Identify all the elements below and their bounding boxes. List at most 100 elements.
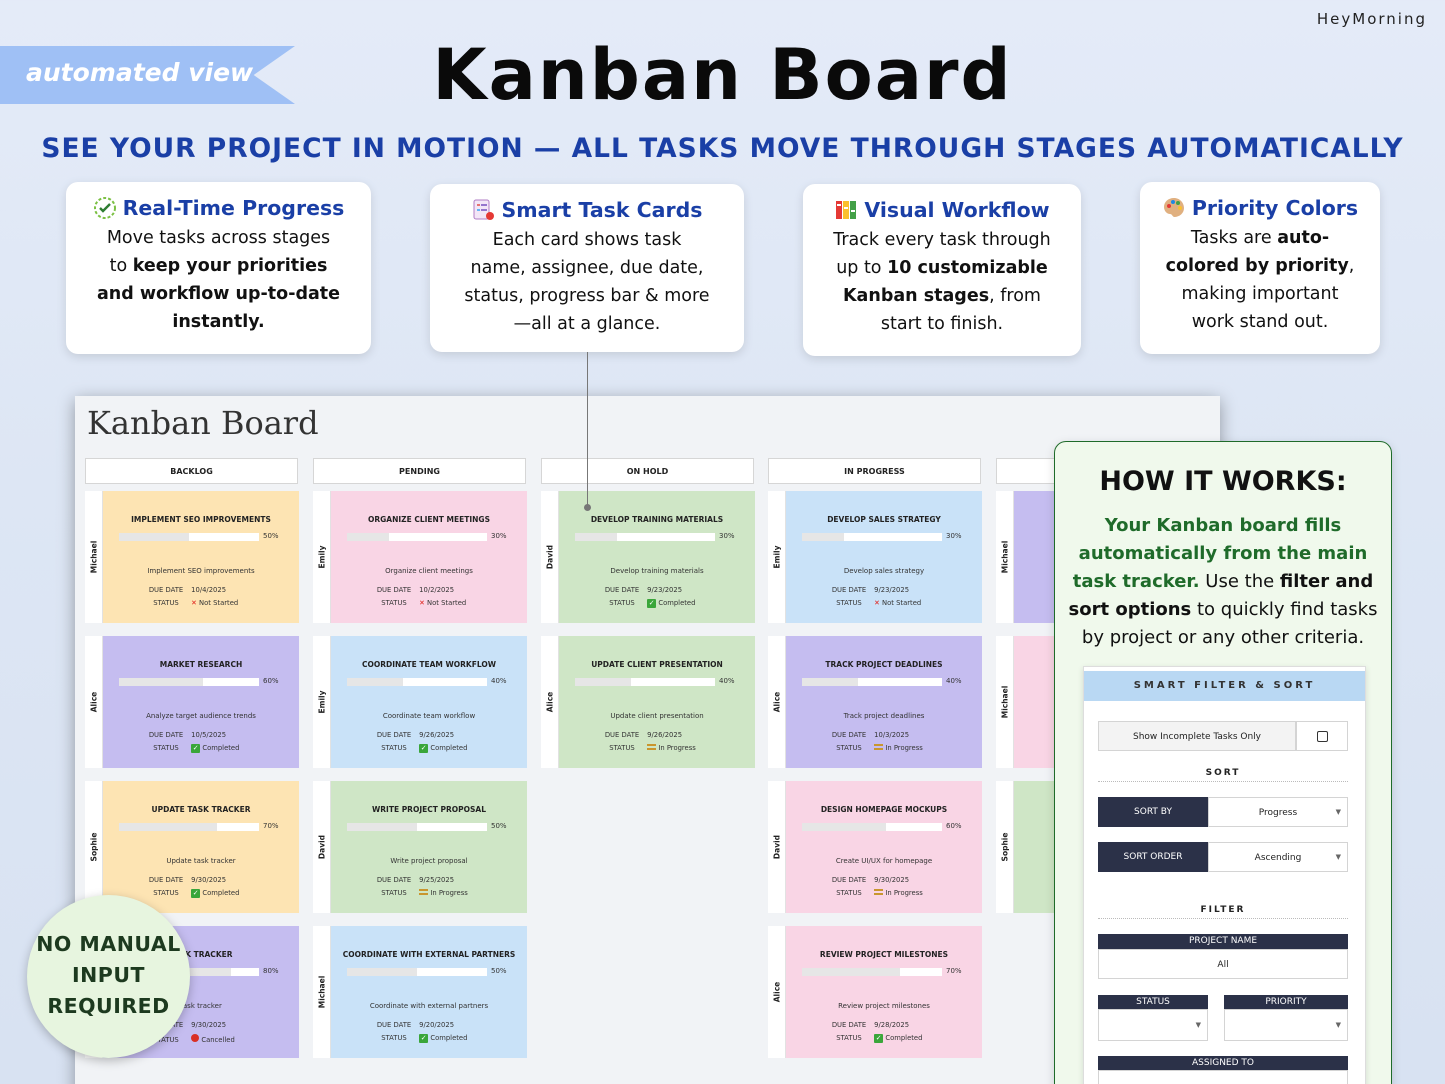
card-assignee: Emily	[313, 491, 331, 623]
feature-title: Priority Colors	[1191, 196, 1359, 220]
progress-bar	[575, 533, 715, 541]
progress-bar	[802, 968, 942, 976]
smart-filter-sort-panel: SMART FILTER & SORT Show Incomplete Task…	[1083, 666, 1366, 1084]
progress-bar	[347, 968, 487, 976]
assigned-to-select[interactable]	[1098, 1070, 1348, 1084]
sort-section-label: SORT	[1098, 768, 1348, 782]
chevron-down-icon: ▼	[1335, 808, 1341, 816]
in-progress-icon	[419, 889, 429, 895]
status-filter-label: STATUS	[1098, 995, 1208, 1009]
due-date-row: DUE DATE 9/26/2025	[376, 731, 455, 739]
progress-bar-fill	[575, 533, 617, 541]
progress-bar-fill	[347, 678, 403, 686]
due-date-row: DUE DATE 9/25/2025	[376, 876, 455, 884]
progress-bar-fill	[347, 823, 417, 831]
card-assignee: Emily	[768, 491, 786, 623]
status-row: STATUS In Progress	[836, 744, 923, 752]
card-title: COORDINATE TEAM WORKFLOW	[361, 660, 497, 669]
progress-bar	[347, 823, 487, 831]
feature-card-visual-workflow: Visual Workflow Track every task through…	[803, 184, 1081, 356]
show-incomplete-checkbox[interactable]	[1296, 721, 1348, 751]
how-it-works-panel: HOW IT WORKS: Your Kanban board fills au…	[1054, 441, 1392, 1084]
feature-card-smart-cards: Smart Task Cards Each card shows task na…	[430, 184, 744, 352]
progress-bar-fill	[347, 533, 389, 541]
progress-percent: 40%	[946, 677, 962, 685]
chevron-down-icon: ▼	[1195, 1021, 1201, 1029]
progress-percent: 30%	[719, 532, 735, 540]
status-row: STATUS ✕ Not Started	[836, 599, 922, 607]
card-description: Write project proposal	[390, 857, 468, 865]
due-date-row: DUE DATE 9/30/2025	[148, 876, 227, 884]
progress-percent: 80%	[263, 967, 279, 975]
status-row: STATUS ✓ Completed	[836, 1034, 923, 1043]
in-progress-icon	[874, 889, 884, 895]
card-title: UPDATE CLIENT PRESENTATION	[591, 660, 723, 669]
progress-bar-fill	[575, 678, 631, 686]
sort-by-label: SORT BY	[1098, 797, 1208, 827]
card-description: Review project milestones	[838, 1002, 930, 1010]
card-assignee: David	[768, 781, 786, 913]
priority-filter-select[interactable]: ▼	[1224, 1009, 1348, 1041]
not-started-icon: ✕	[419, 599, 425, 607]
sort-by-select[interactable]: Progress▼	[1208, 797, 1348, 827]
card-title: ORGANIZE CLIENT MEETINGS	[367, 515, 490, 524]
column-header-backlog: BACKLOG	[85, 458, 298, 484]
card-description: Develop sales strategy	[843, 567, 925, 575]
status-row: STATUS Cancelled	[153, 1034, 235, 1044]
progress-percent: 30%	[946, 532, 962, 540]
card-description: Organize client meetings	[385, 567, 473, 575]
project-name-select[interactable]: All	[1098, 949, 1348, 979]
progress-bar	[575, 678, 715, 686]
card-assignee: Michael	[313, 926, 331, 1058]
progress-bar-fill	[119, 823, 217, 831]
progress-bar-fill	[802, 968, 900, 976]
callout-connector	[584, 352, 591, 511]
filter-section-label: FILTER	[1098, 905, 1348, 919]
no-manual-input-badge: NO MANUAL INPUT REQUIRED	[27, 895, 190, 1058]
card-assignee: Alice	[541, 636, 559, 768]
brand-name: HeyMorning	[1316, 10, 1427, 28]
progress-percent: 40%	[719, 677, 735, 685]
priority-filter-label: PRIORITY	[1224, 995, 1348, 1009]
due-date-row: DUE DATE 9/23/2025	[831, 586, 910, 594]
card-title: WRITE PROJECT PROPOSAL	[372, 805, 486, 814]
progress-check-icon	[93, 197, 116, 219]
status-filter-select[interactable]: ▼	[1098, 1009, 1208, 1041]
card-assignee: Michael	[85, 491, 103, 623]
card-assignee: Alice	[768, 636, 786, 768]
status-row: STATUS ✓ Completed	[609, 599, 696, 608]
progress-bar-fill	[119, 533, 189, 541]
page-title: Kanban Board	[432, 34, 1013, 116]
assigned-to-label: ASSIGNED TO	[1098, 1056, 1348, 1070]
card-title: IMPLEMENT SEO IMPROVEMENTS	[131, 515, 271, 524]
card-assignee: Emily	[313, 636, 331, 768]
due-date-row: DUE DATE 9/23/2025	[604, 586, 683, 594]
status-row: STATUS In Progress	[381, 889, 468, 897]
sort-order-select[interactable]: Ascending▼	[1208, 842, 1348, 872]
due-date-row: DUE DATE 10/4/2025	[148, 586, 227, 594]
progress-bar-fill	[119, 678, 203, 686]
completed-check-icon: ✓	[419, 1034, 429, 1043]
progress-bar	[119, 678, 259, 686]
progress-percent: 60%	[263, 677, 279, 685]
kanban-columns-icon	[836, 201, 857, 219]
progress-percent: 50%	[491, 822, 507, 830]
